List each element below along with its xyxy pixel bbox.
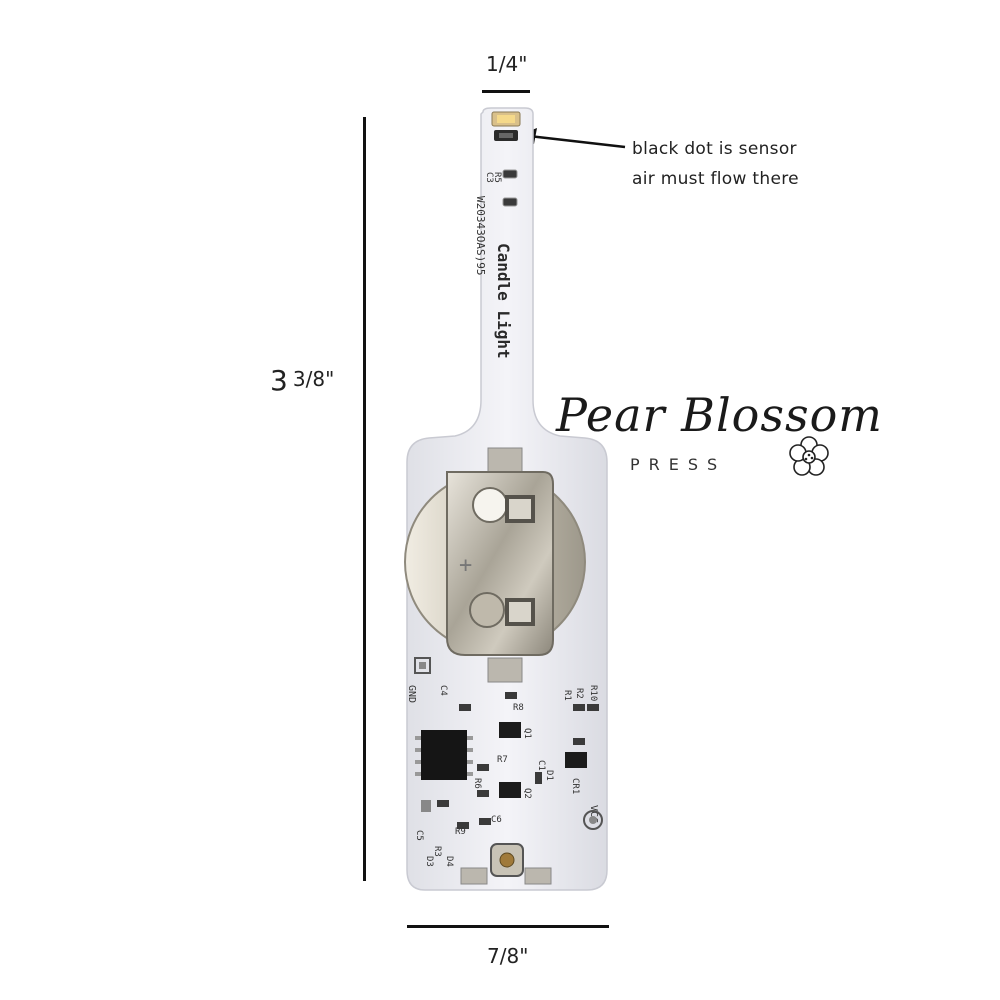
top-width-line xyxy=(482,90,530,93)
annotation-line-1: black dot is sensor xyxy=(632,139,797,159)
board-title: Candle Light xyxy=(494,243,513,359)
label-d1: D1 xyxy=(544,770,554,781)
label-r5: R5 xyxy=(492,172,502,183)
top-width-label: 1/4" xyxy=(486,52,528,76)
annotation-line-2: air must flow there xyxy=(632,169,799,189)
label-q1: Q1 xyxy=(522,728,532,739)
label-q2: Q2 xyxy=(522,788,532,799)
label-vcc: VCC xyxy=(588,805,599,823)
label-r6: R6 xyxy=(472,778,482,789)
sensor-annotation: black dot is sensor air must flow there xyxy=(632,134,799,194)
label-c5: C5 xyxy=(414,830,424,841)
height-fraction: 3/8" xyxy=(292,367,335,391)
height-whole: 3 xyxy=(270,364,288,397)
pcb-board: R5 C3 W20343OAS)95 Candle Light + GND C4… xyxy=(404,107,608,891)
label-d3: D3 xyxy=(424,856,434,867)
label-r3: R3 xyxy=(432,846,442,857)
label-r10: R10 xyxy=(588,685,598,701)
label-d4: D4 xyxy=(444,856,454,867)
label-r7: R7 xyxy=(497,755,508,765)
label-r9: R9 xyxy=(455,827,466,837)
label-c4: C4 xyxy=(438,685,448,696)
bottom-width-label: 7/8" xyxy=(487,944,529,968)
label-c3-stem: C3 xyxy=(484,172,494,183)
blossom-icon xyxy=(789,436,829,476)
board-serial: W20343OAS)95 xyxy=(474,196,487,275)
height-label: 3 3/8" xyxy=(270,364,334,397)
logo-tagline: PRESS xyxy=(630,455,727,474)
label-r8: R8 xyxy=(513,703,524,713)
label-r1: R1 xyxy=(562,690,572,701)
label-c6: C6 xyxy=(491,815,502,825)
label-plus: + xyxy=(459,553,472,578)
logo-name: Pear Blossom xyxy=(556,388,883,442)
label-cr1: CR1 xyxy=(570,778,580,794)
label-r2: R2 xyxy=(574,688,584,699)
label-c1: C1 xyxy=(536,760,546,771)
label-gnd: GND xyxy=(406,685,417,703)
height-line xyxy=(363,117,366,881)
bottom-width-line xyxy=(407,925,609,928)
